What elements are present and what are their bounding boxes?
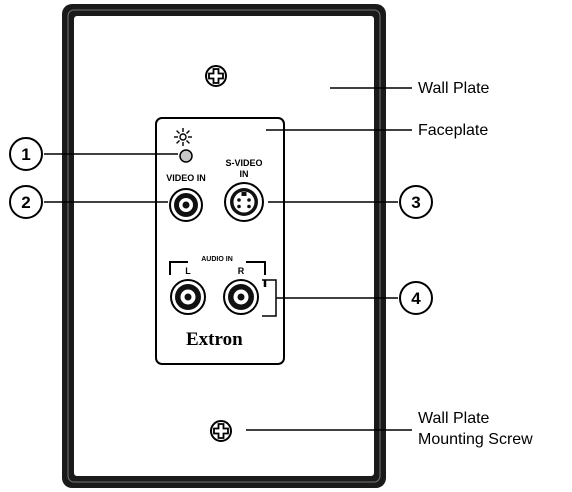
callout-1: 1 [21,145,30,164]
callout-circles [9,137,433,315]
callout-3: 3 [411,193,420,212]
svideo-label-line2: IN [239,169,249,179]
video-in-label: VIDEO IN [166,173,206,183]
faceplate [155,117,285,365]
mounting-screw-label-line2: Mounting Screw [418,431,533,448]
screw-icon [210,420,232,442]
callout-2: 2 [21,193,30,212]
power-led [179,149,193,163]
faceplate-label: Faceplate [418,122,489,139]
audio-in-label: AUDIO IN [188,256,246,263]
svideo-label-line1: S-VIDEO [225,158,263,168]
audio-right-label: R [237,266,245,276]
audio-left-jack [170,279,206,315]
screw-icon [205,65,227,87]
video-in-jack [169,188,203,222]
sun-icon [174,128,192,146]
audio-right-jack [223,279,259,315]
wall-plate-label: Wall Plate [418,80,490,97]
mounting-screw-label-line1: Wall Plate [418,410,490,427]
audio-left-label: L [185,266,191,276]
extron-logo: Extron [186,329,243,350]
leader-lines [44,87,412,431]
svideo-in-jack [224,182,264,222]
callout-4: 4 [411,289,421,308]
